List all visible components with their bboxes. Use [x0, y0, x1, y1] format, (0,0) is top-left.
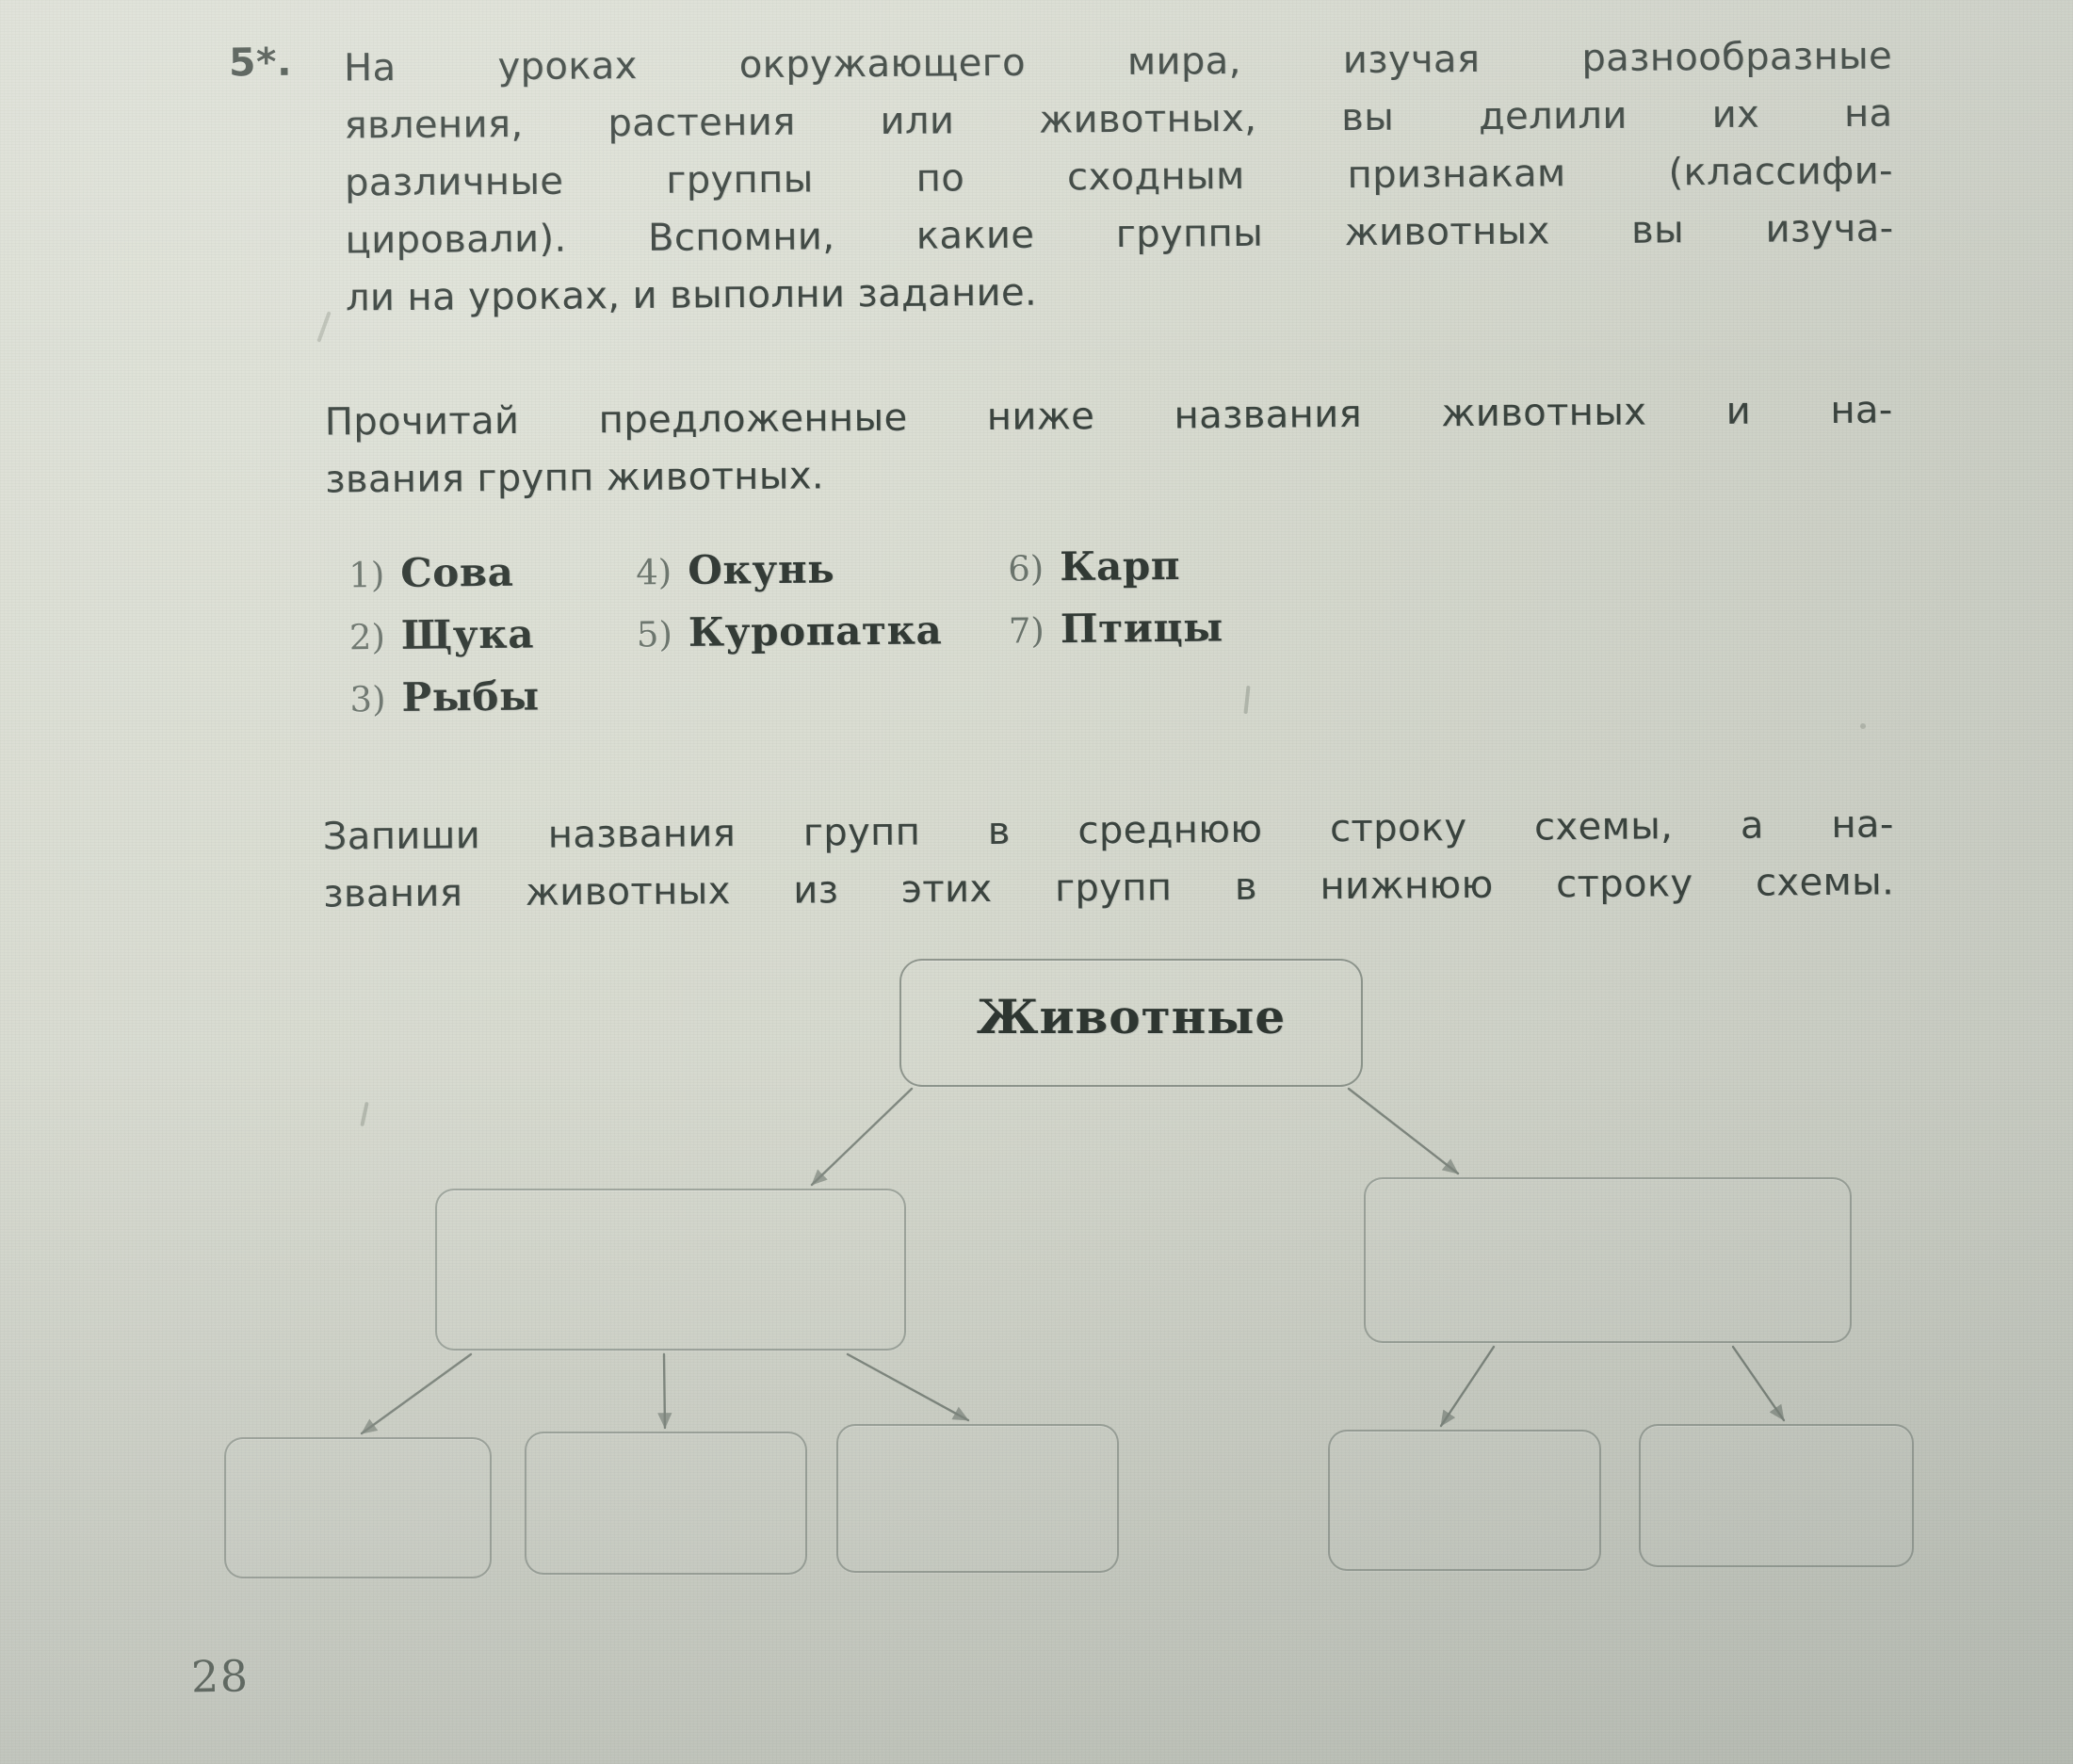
paper-speck — [1860, 723, 1866, 729]
list-item-label: Щука — [400, 610, 535, 658]
word: на — [1843, 91, 1893, 136]
word: цировали). — [345, 217, 567, 263]
list-item: 6) Карп — [1008, 542, 1223, 590]
list-item-number: 3) — [349, 679, 386, 720]
word: предложенные — [598, 396, 908, 443]
list-item-number: 7) — [1008, 610, 1045, 652]
word: названия — [547, 812, 737, 857]
word: (классифи- — [1668, 149, 1894, 195]
word: делили — [1478, 93, 1628, 138]
word: какие — [915, 213, 1035, 258]
word: группы — [666, 157, 814, 202]
word: изучая — [1342, 37, 1481, 83]
word: по — [915, 156, 965, 201]
paragraph-line: ли на уроках, и выполни задание. — [345, 270, 1038, 320]
diagram-connector-lines — [360, 1087, 1786, 1435]
word: явления, — [344, 102, 524, 148]
diagram-root-label: Животные — [976, 989, 1287, 1044]
paragraph-line: На уроках окружающего мира, изучая разно… — [344, 28, 1892, 98]
page-number: 28 — [190, 1650, 251, 1703]
word: изуча- — [1765, 206, 1894, 251]
list-item: 3) Рыбы — [349, 672, 540, 720]
word: животных, — [1038, 96, 1257, 142]
exercise-paragraph-2: Прочитай предложенные ниже названия живо… — [325, 381, 1894, 509]
word: среднюю — [1077, 807, 1263, 853]
list-item-label: Куропатка — [688, 607, 943, 655]
list-item-number: 6) — [1008, 548, 1045, 590]
diagram-animal-box-4[interactable] — [1328, 1430, 1601, 1571]
list-item: 5) Куропатка — [637, 607, 943, 655]
word: ниже — [986, 395, 1095, 440]
word: уроках — [497, 44, 638, 89]
paper-speck — [316, 311, 332, 343]
word: разнообразные — [1581, 34, 1893, 81]
list-column-1: 1) Сова 2) Щука 3) Рыбы — [348, 548, 540, 736]
word: и — [1725, 389, 1752, 433]
list-item-label: Окунь — [687, 545, 835, 593]
list-item: 7) Птицы — [1009, 604, 1223, 652]
word: вы — [1340, 95, 1395, 140]
diagram-animal-box-2[interactable] — [525, 1432, 807, 1575]
word: вы — [1630, 208, 1685, 252]
word: Запиши — [322, 814, 481, 859]
list-item-number: 1) — [348, 555, 385, 596]
list-item: 1) Сова — [348, 548, 539, 596]
paragraph-line: звания групп животных. — [325, 454, 825, 502]
word: в — [987, 809, 1011, 854]
word: на- — [1830, 388, 1893, 432]
word: их — [1711, 92, 1760, 138]
word: названия — [1174, 392, 1363, 438]
list-item: 2) Щука — [349, 610, 540, 658]
list-item-label: Птицы — [1060, 604, 1224, 653]
paper-speck — [1243, 685, 1251, 715]
list-item-number: 4) — [636, 552, 672, 593]
word: сходным — [1066, 154, 1245, 200]
word: схемы, — [1533, 804, 1674, 850]
list-item-number: 5) — [636, 614, 673, 655]
word: или — [880, 99, 955, 143]
word: мира, — [1126, 39, 1241, 84]
classification-diagram: Животные — [0, 904, 2073, 1648]
diagram-animal-box-1[interactable] — [224, 1437, 492, 1578]
diagram-animal-box-5[interactable] — [1639, 1424, 1914, 1567]
word: На — [343, 46, 397, 90]
word: Прочитай — [324, 398, 520, 445]
word: животных — [1344, 209, 1550, 255]
word: строку — [1329, 806, 1467, 851]
list-column-3: 6) Карп 7) Птицы — [1008, 542, 1223, 668]
word: признакам — [1347, 152, 1566, 198]
word: Вспомни, — [647, 215, 835, 260]
word: групп — [802, 810, 921, 855]
word: растения — [607, 100, 796, 146]
word: животных — [1441, 390, 1647, 436]
exercise-paragraph-1: На уроках окружающего мира, изучая разно… — [344, 28, 1894, 328]
animal-name-list: 1) Сова 2) Щука 3) Рыбы 4) Окунь 5 — [348, 539, 1601, 720]
list-item: 4) Окунь — [636, 544, 942, 593]
list-item-number: 2) — [348, 617, 386, 658]
list-item-label: Карп — [1059, 542, 1181, 591]
word: различные — [344, 159, 564, 205]
word: на- — [1831, 802, 1894, 847]
word: группы — [1115, 211, 1264, 257]
list-column-2: 4) Окунь 5) Куропатка — [636, 544, 943, 672]
diagram-animal-box-3[interactable] — [836, 1424, 1119, 1573]
list-item-label: Рыбы — [401, 672, 540, 720]
word: окружающего — [738, 40, 1027, 88]
diagram-root-box[interactable]: Животные — [899, 959, 1363, 1087]
exercise-number: 5*. — [228, 39, 293, 86]
list-item-label: Сова — [400, 548, 514, 596]
diagram-group-box-1[interactable] — [435, 1189, 906, 1351]
word: а — [1740, 803, 1764, 848]
diagram-group-box-2[interactable] — [1364, 1177, 1852, 1343]
paragraph-line: цировали). Вспомни, какие группы животны… — [345, 201, 1893, 270]
